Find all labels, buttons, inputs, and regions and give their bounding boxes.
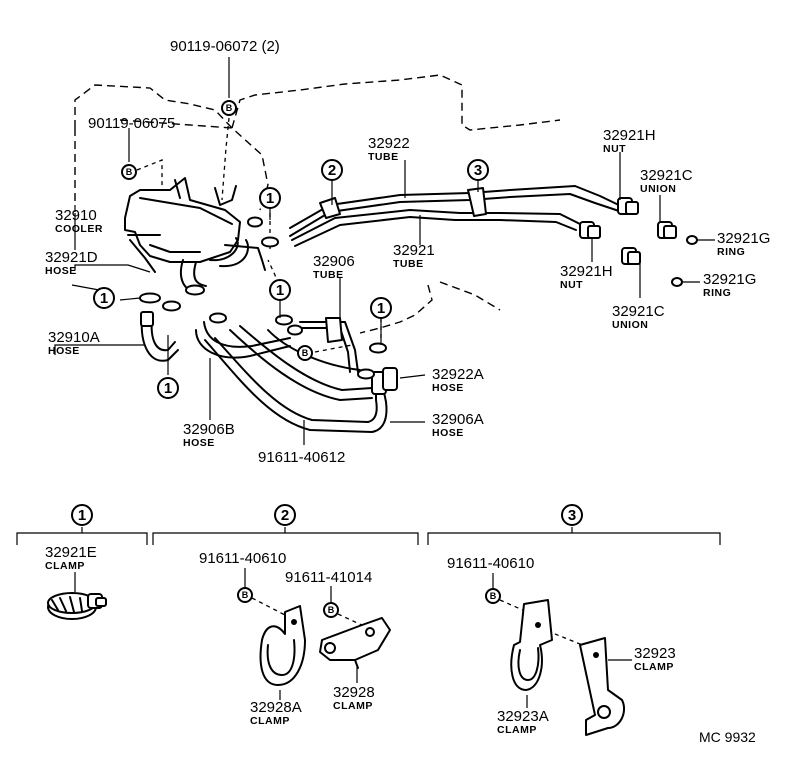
label-32906A-name: HOSE — [432, 427, 464, 439]
diagram-code: MC 9932 — [699, 729, 756, 745]
svg-text:B: B — [226, 103, 233, 113]
label-32923A: 32923A — [497, 708, 549, 725]
label-32928A-name: CLAMP — [250, 715, 290, 727]
label-32906-name: TUBE — [313, 269, 344, 281]
label-32906A: 32906A — [432, 411, 484, 428]
oil-cooler — [124, 177, 241, 273]
label-32921E-name: CLAMP — [45, 560, 85, 572]
label-91611-41014: 91611-41014 — [285, 569, 372, 586]
label-32923A-name: CLAMP — [497, 724, 537, 736]
label-32906B: 32906B — [183, 421, 235, 438]
label-32921D: 32921D — [45, 249, 98, 266]
label-32910-name: COOLER — [55, 223, 103, 235]
label-32928: 32928 — [333, 684, 375, 701]
callout-1-b: 1 — [100, 290, 108, 307]
clamps-32923: 91611-40610 B 32923 CLAMP 32923A CLAMP — [447, 555, 676, 736]
svg-text:B: B — [126, 167, 133, 177]
union-32921C-top — [657, 221, 677, 239]
hoses-left — [140, 237, 398, 433]
label-32921H-top: 32921H — [603, 127, 656, 144]
label-90119-06072: 90119-06072 (2) — [170, 38, 280, 55]
ring-32921G-top — [686, 235, 698, 245]
svg-text:B: B — [242, 590, 249, 600]
label-32921H-top-name: NUT — [603, 143, 626, 155]
part-labels: 90119-06072 (2) 90119-06075 32910 COOLER… — [45, 38, 770, 466]
label-32921G-bottom-name: RING — [703, 287, 731, 299]
label-32921H-bottom: 32921H — [560, 263, 613, 280]
label-32928A: 32928A — [250, 699, 302, 716]
label-32921E: 32921E — [45, 544, 97, 561]
nut-32921H-bottom — [579, 221, 601, 239]
label-32921: 32921 — [393, 242, 435, 259]
ring-32921G-bottom — [671, 277, 683, 287]
label-91611-40610-a: 91611-40610 — [199, 550, 286, 567]
bolt-markers: B B B — [121, 100, 313, 361]
detail-callout-2: 2 — [281, 507, 289, 524]
label-32921G-top: 32921G — [717, 230, 770, 247]
label-32906: 32906 — [313, 253, 355, 270]
callout-2-a: 2 — [328, 162, 336, 179]
label-91611-40610-b: 91611-40610 — [447, 555, 534, 572]
tube-32906 — [299, 317, 359, 373]
label-91611-40612: 91611-40612 — [258, 449, 345, 466]
label-32910A: 32910A — [48, 329, 100, 346]
leader-lines — [54, 152, 715, 445]
label-32921C-top-name: UNION — [640, 183, 676, 195]
nut-32921H-top — [617, 197, 639, 215]
label-32923: 32923 — [634, 645, 676, 662]
union-32921C-bottom — [621, 247, 641, 265]
label-32922A: 32922A — [432, 366, 484, 383]
label-32921C-bottom-name: UNION — [612, 319, 648, 331]
callout-3-a: 3 — [474, 162, 482, 179]
detail-callout-3: 3 — [568, 507, 576, 524]
svg-text:B: B — [490, 591, 497, 601]
label-32921C-bottom: 32921C — [612, 303, 665, 320]
clamp-32921E: 32921E CLAMP — [45, 544, 107, 620]
callout-markers: 1 1 1 1 1 2 3 — [93, 159, 489, 399]
label-32928-name: CLAMP — [333, 700, 373, 712]
callout-1-c: 1 — [164, 380, 172, 397]
label-32921D-name: HOSE — [45, 265, 77, 277]
label-32921-name: TUBE — [393, 258, 424, 270]
engine-outline — [74, 74, 561, 334]
label-32922A-name: HOSE — [432, 382, 464, 394]
label-32906B-name: HOSE — [183, 437, 215, 449]
label-32921G-bottom: 32921G — [703, 271, 756, 288]
detail-section-brackets: 1 2 3 — [16, 504, 721, 545]
label-32921H-bottom-name: NUT — [560, 279, 583, 291]
callout-1-a: 1 — [266, 190, 274, 207]
callout-1-d: 1 — [276, 282, 284, 299]
label-32921C-top: 32921C — [640, 167, 693, 184]
label-32923-name: CLAMP — [634, 661, 674, 673]
label-32921G-top-name: RING — [717, 246, 745, 258]
svg-text:B: B — [328, 605, 335, 615]
label-32910A-name: HOSE — [48, 345, 80, 357]
tubes-right — [289, 185, 698, 287]
callout-1-e: 1 — [377, 300, 385, 317]
label-32922-name: TUBE — [368, 151, 399, 163]
hose-clamps — [139, 216, 387, 380]
label-90119-06075: 90119-06075 — [88, 115, 175, 132]
clamps-32928: 91611-40610 B 91611-41014 B 32928A CLAMP… — [199, 550, 391, 727]
label-32922: 32922 — [368, 135, 410, 152]
svg-text:B: B — [302, 348, 309, 358]
label-32910: 32910 — [55, 207, 97, 224]
detail-callout-1: 1 — [78, 507, 86, 524]
